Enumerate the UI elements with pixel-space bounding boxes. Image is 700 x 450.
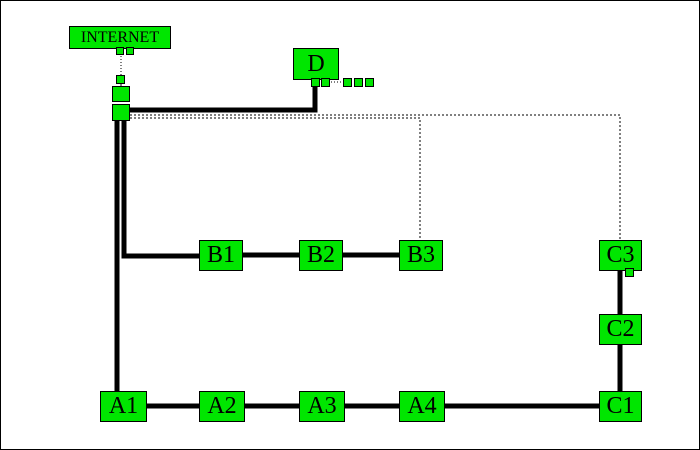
node-c1[interactable]: C1	[599, 391, 642, 422]
node-d-port-4	[354, 78, 363, 87]
node-a3-label: A3	[307, 393, 337, 419]
internet-port-1	[116, 47, 124, 55]
switch-uplink-port	[116, 75, 125, 84]
node-c3-label: C3	[606, 242, 635, 268]
node-d-port-2	[321, 78, 330, 87]
internet-port-2	[126, 47, 134, 55]
node-d-label: D	[307, 50, 325, 77]
node-b1-label: B1	[206, 242, 235, 268]
node-d-port-1	[311, 78, 320, 87]
node-d[interactable]: D	[293, 48, 339, 80]
node-a4-label: A4	[407, 393, 437, 419]
link-switch-b1	[121, 120, 199, 259]
node-b2-label: B2	[306, 242, 335, 268]
link-switch-c3	[130, 114, 621, 240]
node-b3-label: B3	[406, 242, 435, 268]
link-switch-d	[129, 86, 318, 113]
switch-lower[interactable]	[112, 104, 130, 121]
node-c3[interactable]: C3	[599, 240, 642, 271]
node-a4[interactable]: A4	[399, 391, 445, 422]
node-a1[interactable]: A1	[100, 391, 147, 422]
node-b3[interactable]: B3	[399, 240, 443, 271]
node-c2[interactable]: C2	[599, 314, 642, 345]
switch-upper[interactable]	[112, 86, 130, 102]
node-d-port-5	[365, 78, 374, 87]
node-d-port-3	[343, 78, 352, 87]
node-a2[interactable]: A2	[199, 391, 245, 422]
node-a3[interactable]: A3	[299, 391, 345, 422]
node-b1[interactable]: B1	[199, 240, 243, 271]
internet-node[interactable]: INTERNET	[69, 26, 171, 49]
node-c3-port	[625, 268, 634, 277]
node-a1-label: A1	[108, 393, 139, 419]
internet-label: INTERNET	[80, 28, 160, 46]
node-a2-label: A2	[207, 393, 237, 419]
link-switch-b3	[130, 117, 421, 240]
node-c2-label: C2	[606, 316, 635, 342]
node-b2[interactable]: B2	[299, 240, 343, 271]
node-c1-label: C1	[606, 393, 635, 419]
